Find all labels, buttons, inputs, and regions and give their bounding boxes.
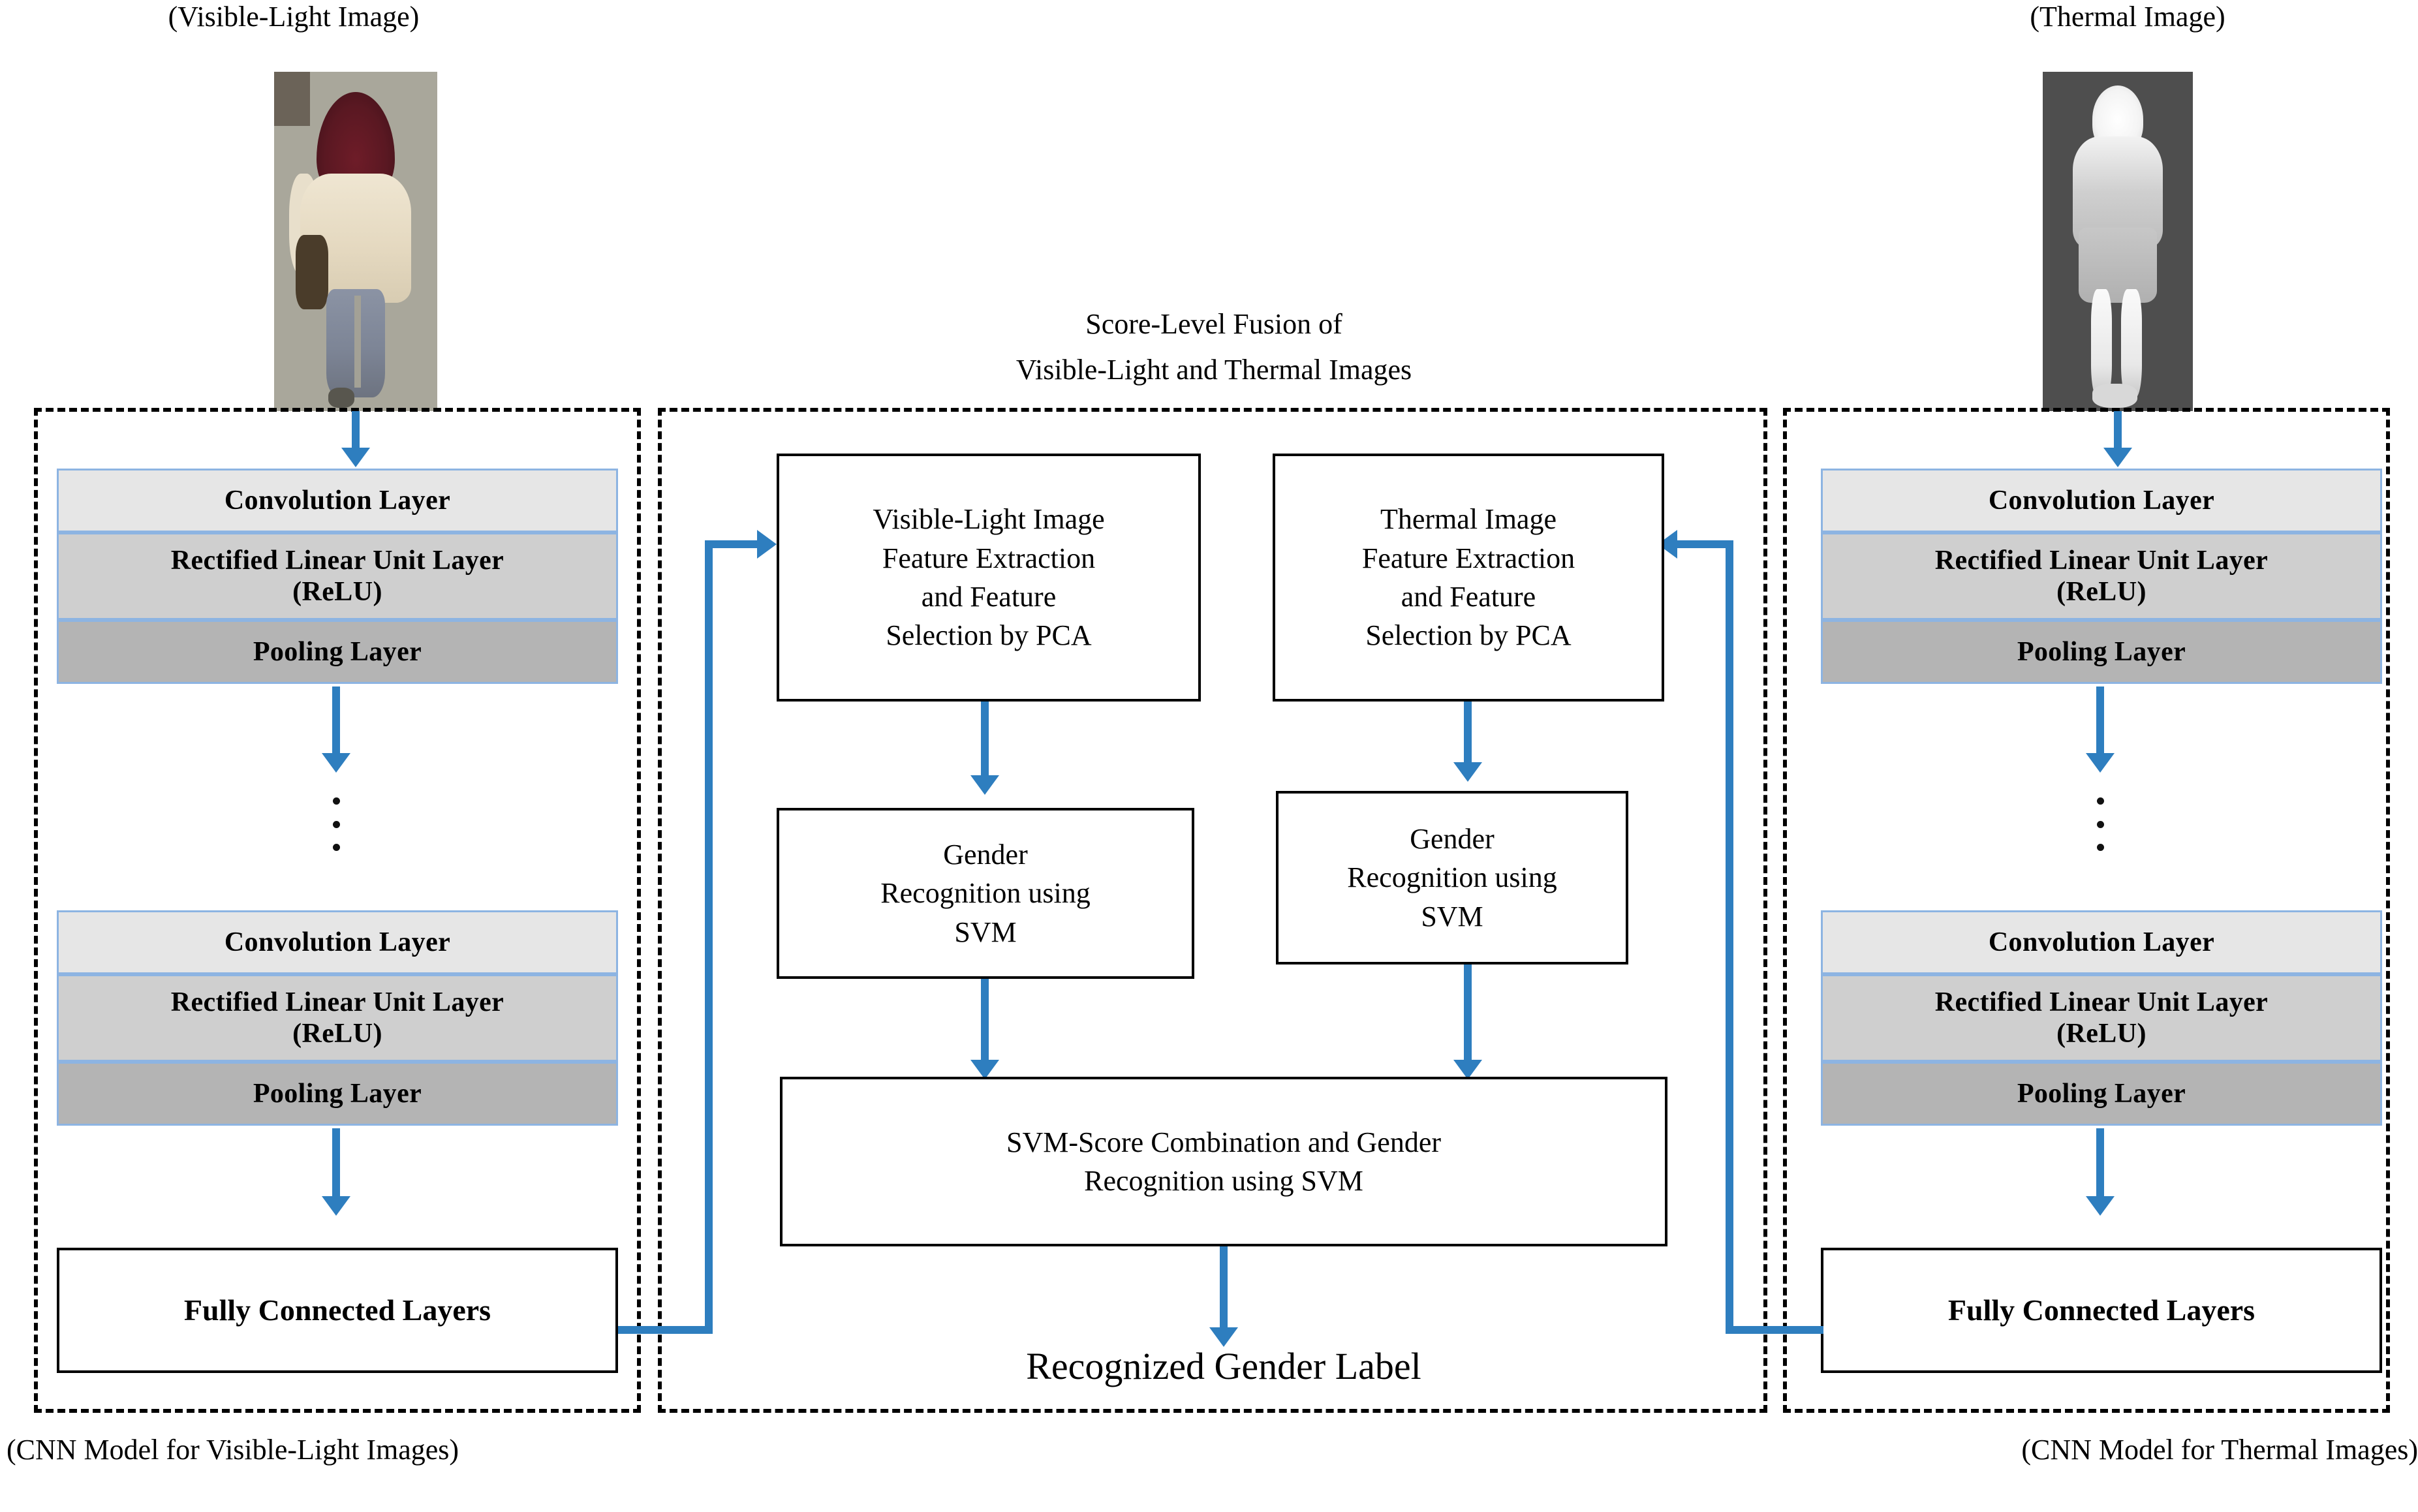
thermal-gender-recognition-label: Gender Recognition using SVM	[1347, 822, 1557, 933]
connector-right-fc-to-feature-horizontal	[1677, 540, 1733, 548]
cnn-model-thermal-panel	[1783, 408, 2390, 1413]
visible-light-image-caption: (Visible-Light Image)	[168, 1, 420, 33]
left-conv-layer-1-label: Convolution Layer	[224, 485, 451, 516]
visible-feature-extraction-box: Visible-Light Image Feature Extraction a…	[777, 454, 1201, 702]
right-conv-layer-2: Convolution Layer	[1821, 910, 2382, 974]
left-relu-layer-2-label: Rectified Linear Unit Layer (ReLU)	[170, 987, 504, 1049]
arrowhead-left-fc-to-feature	[757, 530, 777, 559]
left-relu-layer-1-label: Rectified Linear Unit Layer (ReLU)	[170, 545, 504, 607]
connector-visible-image-to-conv1	[352, 411, 360, 452]
arrowhead-left-pool1-to-dots	[322, 753, 350, 773]
arrowhead-visible-image-to-conv1	[341, 448, 370, 467]
cnn-model-thermal-caption: (CNN Model for Thermal Images)	[2021, 1434, 2418, 1466]
thermal-feature-extraction-box: Thermal Image Feature Extraction and Fea…	[1273, 454, 1664, 702]
thermal-feature-extraction-label: Thermal Image Feature Extraction and Fea…	[1361, 503, 1575, 652]
connector-visible-feature-to-svm	[981, 702, 989, 780]
visible-light-thumbnail	[274, 72, 437, 411]
right-conv-layer-2-label: Convolution Layer	[1988, 927, 2215, 957]
arrowhead-left-pool2-to-fc	[322, 1196, 350, 1216]
left-pooling-layer-1-label: Pooling Layer	[253, 636, 422, 667]
cnn-model-visible-caption: (CNN Model for Visible-Light Images)	[7, 1434, 459, 1466]
right-fully-connected-layers: Fully Connected Layers	[1821, 1248, 2382, 1373]
left-conv-layer-1: Convolution Layer	[57, 469, 618, 532]
right-conv-layer-1-label: Convolution Layer	[1988, 485, 2215, 516]
right-layer-ellipsis-icon	[2096, 797, 2104, 851]
arrowhead-thermal-image-to-conv1	[2103, 448, 2132, 467]
connector-right-pool1-to-dots	[2096, 687, 2104, 757]
right-pooling-layer-2: Pooling Layer	[1821, 1062, 2382, 1126]
thermal-thumbnail	[2043, 72, 2193, 411]
left-pooling-layer-2: Pooling Layer	[57, 1062, 618, 1126]
left-conv-layer-2: Convolution Layer	[57, 910, 618, 974]
right-pooling-layer-1: Pooling Layer	[1821, 620, 2382, 684]
arrowhead-thermal-svm-to-combination	[1453, 1060, 1482, 1079]
connector-combination-to-output	[1220, 1246, 1228, 1331]
left-pooling-layer-1: Pooling Layer	[57, 620, 618, 684]
right-relu-layer-1: Rectified Linear Unit Layer (ReLU)	[1821, 532, 2382, 620]
cnn-model-visible-panel	[34, 408, 641, 1413]
connector-thermal-image-to-conv1	[2114, 411, 2122, 452]
svm-score-combination-label: SVM-Score Combination and Gender Recogni…	[1006, 1126, 1441, 1197]
arrowhead-visible-svm-to-combination	[970, 1060, 999, 1079]
left-conv-layer-2-label: Convolution Layer	[224, 927, 451, 957]
right-relu-layer-2-label: Rectified Linear Unit Layer (ReLU)	[1934, 987, 2269, 1049]
right-fully-connected-layers-label: Fully Connected Layers	[1947, 1293, 2255, 1327]
connector-right-fc-horizontal	[1726, 1326, 1823, 1334]
right-pooling-layer-1-label: Pooling Layer	[2017, 636, 2186, 667]
connector-right-fc-vertical	[1726, 540, 1733, 1334]
visible-gender-recognition-box: Gender Recognition using SVM	[777, 808, 1194, 979]
fusion-panel	[658, 408, 1767, 1413]
arrowhead-right-pool1-to-dots	[2086, 753, 2115, 773]
connector-left-fc-horizontal	[618, 1326, 713, 1334]
recognized-gender-label: Recognized Gender Label	[1026, 1345, 1421, 1387]
arrowhead-visible-feature-to-svm	[970, 775, 999, 795]
fusion-title-line-1: Score-Level Fusion of	[1085, 308, 1342, 340]
connector-visible-svm-to-combination	[981, 979, 989, 1064]
arrowhead-combination-to-output	[1209, 1327, 1238, 1347]
fusion-title-line-2: Visible-Light and Thermal Images	[1015, 354, 1412, 386]
connector-left-fc-vertical	[705, 540, 713, 1334]
left-layer-ellipsis-icon	[332, 797, 340, 851]
left-fully-connected-layers-label: Fully Connected Layers	[183, 1293, 491, 1327]
arrowhead-right-pool2-to-fc	[2086, 1196, 2115, 1216]
svm-score-combination-box: SVM-Score Combination and Gender Recogni…	[780, 1077, 1667, 1246]
arrowhead-thermal-feature-to-svm	[1453, 762, 1482, 782]
connector-thermal-feature-to-svm	[1464, 702, 1472, 767]
right-relu-layer-2: Rectified Linear Unit Layer (ReLU)	[1821, 974, 2382, 1062]
right-conv-layer-1: Convolution Layer	[1821, 469, 2382, 532]
thermal-image-caption: (Thermal Image)	[2030, 1, 2225, 33]
visible-feature-extraction-label: Visible-Light Image Feature Extraction a…	[873, 503, 1105, 652]
visible-gender-recognition-label: Gender Recognition using SVM	[880, 838, 1091, 948]
right-pooling-layer-2-label: Pooling Layer	[2017, 1078, 2186, 1109]
left-relu-layer-2: Rectified Linear Unit Layer (ReLU)	[57, 974, 618, 1062]
left-relu-layer-1: Rectified Linear Unit Layer (ReLU)	[57, 532, 618, 620]
connector-left-pool1-to-dots	[332, 687, 340, 757]
connector-right-pool2-to-fc	[2096, 1128, 2104, 1200]
left-fully-connected-layers: Fully Connected Layers	[57, 1248, 618, 1373]
connector-thermal-svm-to-combination	[1464, 964, 1472, 1064]
connector-left-pool2-to-fc	[332, 1128, 340, 1200]
left-pooling-layer-2-label: Pooling Layer	[253, 1078, 422, 1109]
connector-left-fc-to-feature-horizontal	[705, 540, 762, 548]
thermal-gender-recognition-box: Gender Recognition using SVM	[1276, 791, 1628, 964]
right-relu-layer-1-label: Rectified Linear Unit Layer (ReLU)	[1934, 545, 2269, 607]
